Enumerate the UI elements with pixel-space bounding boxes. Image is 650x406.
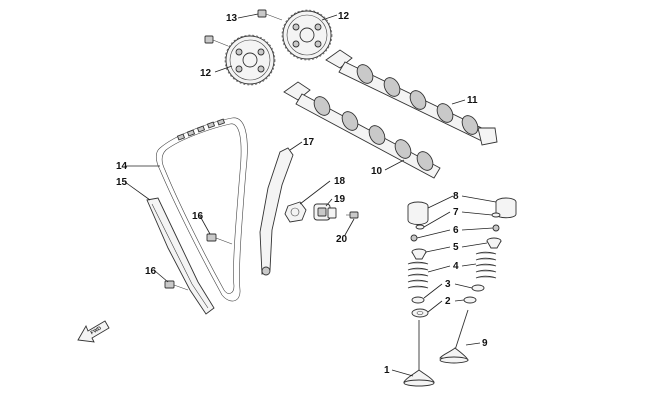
fwd-label: FWD xyxy=(90,325,103,336)
callout-19: 19 xyxy=(334,194,346,205)
valve-spring-left xyxy=(407,261,429,289)
callout-5: 5 xyxy=(453,242,459,253)
spring-seat-left xyxy=(411,296,425,304)
callout-16-upper: 16 xyxy=(192,211,204,222)
chain-tensioner-guide xyxy=(259,147,294,276)
callout-13: 13 xyxy=(226,13,238,24)
valve-seal-left xyxy=(411,308,429,318)
callout-6: 6 xyxy=(453,225,459,236)
valve-shim-left xyxy=(415,224,425,230)
cam-sprocket-upper xyxy=(281,9,333,61)
timing-chain xyxy=(155,117,248,302)
valve-tappet-left xyxy=(407,201,429,225)
spring-retainer-right xyxy=(486,237,502,249)
valve-cotter-right xyxy=(492,224,500,232)
callout-15: 15 xyxy=(116,177,128,188)
valve-cotter-left xyxy=(410,234,418,242)
callout-8: 8 xyxy=(453,191,459,202)
camshaft-intake xyxy=(325,49,498,146)
callout-12-lower: 12 xyxy=(200,68,212,79)
callout-17: 17 xyxy=(303,137,315,148)
intake-valve xyxy=(403,320,435,387)
arrow-forward-icon: FWD xyxy=(77,320,110,343)
callout-11: 11 xyxy=(467,95,478,106)
callout-3: 3 xyxy=(445,279,451,290)
callout-16-lower: 16 xyxy=(145,266,157,277)
spring-retainer-left xyxy=(411,248,427,260)
callout-2: 2 xyxy=(445,296,451,307)
sprocket-bolt-upper xyxy=(257,9,283,21)
tensioner-gasket xyxy=(284,201,307,223)
valve-spring-right xyxy=(475,251,497,279)
callout-10: 10 xyxy=(371,166,383,177)
tensioner-bolt xyxy=(346,211,359,219)
pivot-bolt-upper xyxy=(206,233,233,245)
chain-links-top xyxy=(176,118,226,141)
chain-guide xyxy=(146,197,215,315)
leader-lines xyxy=(124,13,497,377)
callout-14: 14 xyxy=(116,161,128,172)
camshaft-exhaust xyxy=(283,81,441,179)
callout-labels: 13 12 12 11 10 14 15 16 16 17 18 19 20 8… xyxy=(116,11,488,376)
callout-20: 20 xyxy=(336,234,348,245)
callout-9: 9 xyxy=(482,338,488,349)
cam-sprocket-lower xyxy=(224,34,276,86)
callout-12-upper: 12 xyxy=(338,11,350,22)
callout-7: 7 xyxy=(453,207,459,218)
pivot-bolt-lower xyxy=(164,280,189,291)
exhaust-valve xyxy=(439,309,469,364)
spring-seat-right xyxy=(471,284,485,292)
callout-4: 4 xyxy=(453,261,459,272)
chain-tensioner xyxy=(313,203,337,221)
sprocket-bolt-lower xyxy=(204,35,229,47)
valve-shim-right xyxy=(491,212,501,218)
valve-seal-right xyxy=(463,296,477,304)
callout-18: 18 xyxy=(334,176,346,187)
callout-1: 1 xyxy=(384,365,390,376)
